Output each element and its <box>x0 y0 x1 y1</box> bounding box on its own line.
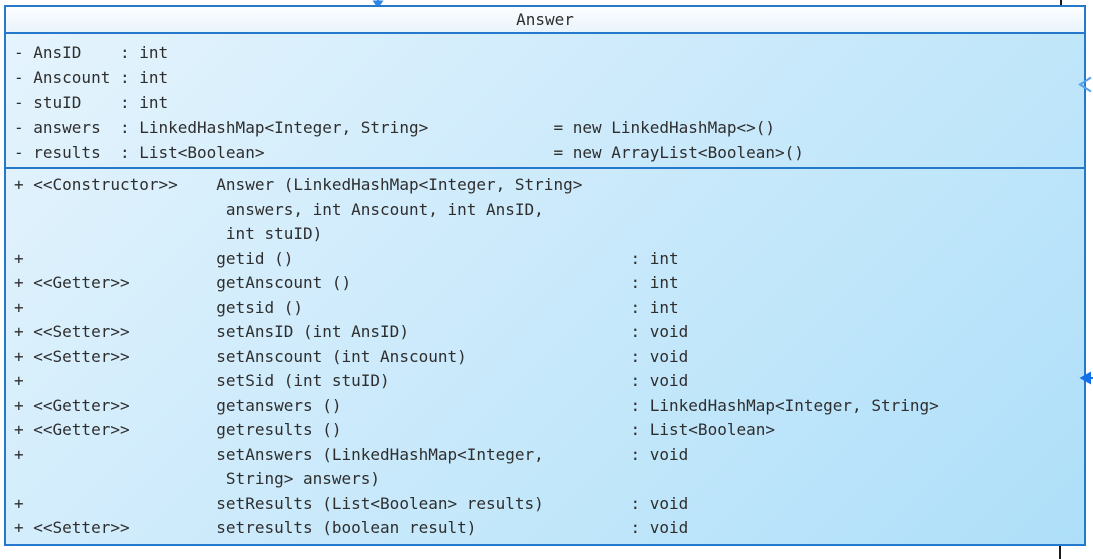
method-row-continuation: String> answers) <box>14 469 381 488</box>
class-name: Answer <box>6 7 1084 34</box>
method-row: + <<Getter>> getresults () : List<Boolea… <box>14 420 775 439</box>
method-row: + getsid () : int <box>14 297 679 317</box>
field-row: - stuID : int <box>14 93 169 112</box>
method-row: + <<Setter>> setresults (boolean result)… <box>14 518 689 537</box>
field-row: - AnsID : int <box>14 43 169 62</box>
method-row: + <<Setter>> setAnscount (int Anscount) … <box>14 346 689 366</box>
fields-compartment: - AnsID : int - Anscount : int - stuID : i… <box>6 34 1084 169</box>
right-open-arrowhead-icon[interactable] <box>1078 76 1093 93</box>
class-box-answer[interactable]: Answer - AnsID : int - Anscount : int - st… <box>4 5 1086 546</box>
method-row-continuation: int stuID) <box>14 224 323 243</box>
method-row: + setSid (int stuID) : void <box>14 371 689 390</box>
method-row: + setAnswers (LinkedHashMap<Integer, : v… <box>14 444 689 464</box>
method-row: + <<Constructor>> Answer (LinkedHashMap<… <box>14 175 583 194</box>
method-row-continuation: answers, int Anscount, int AnsID, <box>14 199 544 219</box>
field-row: - Anscount : int <box>14 68 169 87</box>
method-row: + <<Setter>> setAnsID (int AnsID) : void <box>14 322 689 341</box>
right-solid-arrowhead-icon[interactable] <box>1079 371 1093 385</box>
method-row: + getid () : int <box>14 248 679 268</box>
method-row: + <<Getter>> getAnscount () : int <box>14 273 679 292</box>
method-row: + setResults (List<Boolean> results) : v… <box>14 493 689 513</box>
field-row: - results : List<Boolean> = new ArrayLis… <box>14 143 804 162</box>
methods-compartment: + <<Constructor>> Answer (LinkedHashMap<… <box>6 169 1084 544</box>
field-row: - answers : LinkedHashMap<Integer, Strin… <box>14 118 775 137</box>
top-right-connector-line[interactable] <box>1060 0 1062 7</box>
incoming-arrow-down-icon[interactable] <box>371 0 385 9</box>
method-row: + <<Getter>> getanswers () : LinkedHashM… <box>14 395 939 415</box>
bottom-right-connector-line[interactable] <box>1059 546 1061 559</box>
